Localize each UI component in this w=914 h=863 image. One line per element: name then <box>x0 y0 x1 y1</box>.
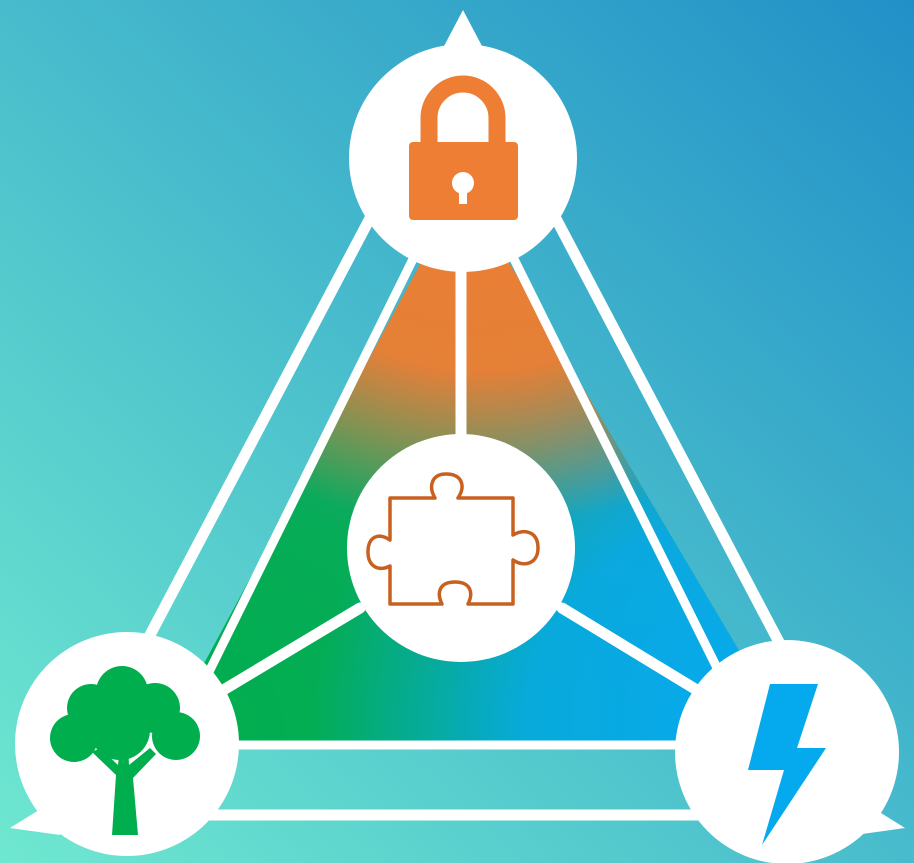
node-left <box>15 632 239 856</box>
center-spokes <box>209 234 711 701</box>
node-center-circle <box>347 434 575 662</box>
node-center <box>347 434 575 662</box>
node-right <box>675 640 899 863</box>
top-arrow-tip <box>443 10 483 48</box>
spoke-left <box>209 602 366 701</box>
spoke-right <box>556 602 711 701</box>
inner-triangle-edges <box>195 250 733 750</box>
lightning-bolt-icon <box>748 684 826 845</box>
node-top <box>349 44 577 272</box>
outer-triangle-frame <box>49 36 876 821</box>
tree-icon <box>50 666 200 835</box>
padlock-icon <box>409 75 518 220</box>
puzzle-piece-icon <box>366 472 540 606</box>
